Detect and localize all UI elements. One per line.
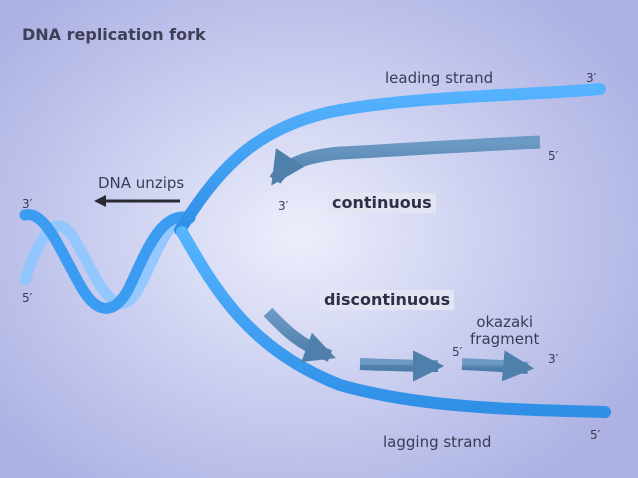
dna-unzips-label: DNA unzips [98, 174, 185, 192]
helix-strand-front [19, 209, 196, 314]
prime-3-left: 3′ [22, 197, 33, 211]
prime-5-lagging-bottom: 5′ [590, 428, 601, 442]
continuous-label: continuous [328, 193, 436, 213]
prime-3-continuous-end: 3′ [278, 199, 289, 213]
leading-new-strand [269, 135, 541, 186]
prime-5-leading-new: 5′ [548, 149, 559, 163]
page-title: DNA replication fork [22, 25, 206, 44]
okazaki-fragment-label: okazaki fragment [470, 313, 540, 348]
okazaki-fragment-1 [263, 307, 336, 363]
okazaki-fragment-2 [359, 350, 445, 382]
lagging-strand-label: lagging strand [383, 433, 492, 451]
leading-strand-template [174, 83, 606, 236]
unzip-arrow-head [94, 195, 106, 207]
prime-3-fragment: 3′ [548, 352, 559, 366]
okazaki-fragment-3 [461, 350, 535, 382]
discontinuous-label: discontinuous [320, 290, 455, 310]
prime-3-leading-top: 3′ [586, 71, 597, 85]
lagging-strand-template [176, 226, 611, 418]
prime-5-fragment: 5′ [452, 345, 463, 359]
prime-5-left: 5′ [22, 291, 33, 305]
leading-strand-label: leading strand [385, 69, 494, 87]
